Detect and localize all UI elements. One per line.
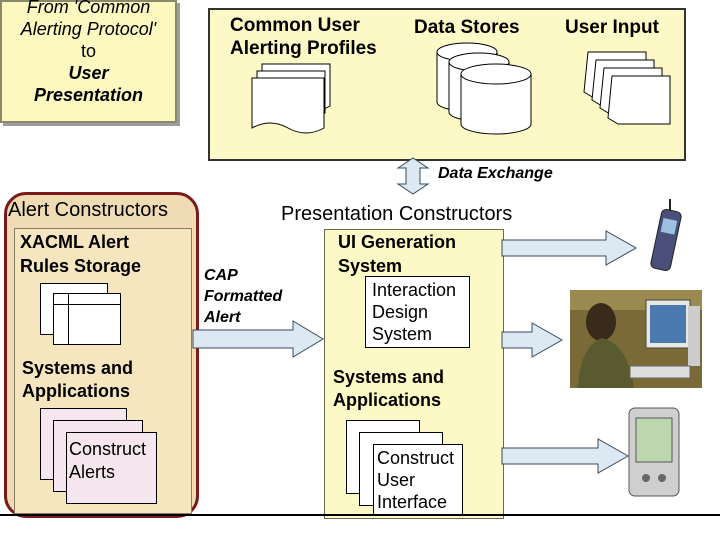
- profiles-documents-icon: [251, 63, 331, 134]
- arrow-to-workstation: [501, 322, 564, 358]
- bottom-rule: [0, 514, 720, 516]
- construct-alerts-page-front: [66, 432, 157, 504]
- profiles-label-2: Alerting Profiles: [230, 38, 377, 59]
- presentation-constructors-title: Presentation Constructors: [281, 203, 513, 225]
- construct-ui-label-1: Construct: [377, 448, 455, 468]
- pres-systems-label-1: Systems and: [333, 367, 445, 387]
- pda-icon: [628, 407, 680, 497]
- interaction-design-label-1: Interaction: [372, 280, 457, 300]
- arrow-to-pda: [501, 438, 630, 474]
- data-stores-label: Data Stores: [414, 17, 520, 38]
- alert-systems-label-2: Applications: [22, 381, 131, 401]
- mobile-phone-icon: [650, 199, 682, 271]
- arrow-to-phone: [501, 230, 638, 266]
- title-line-1: From 'Common: [26, 0, 151, 17]
- soldier-at-computer-image: [570, 290, 702, 388]
- cap-label-1: CAP: [204, 267, 238, 284]
- xacml-label-2: Rules Storage: [20, 256, 142, 276]
- user-input-cards-icon: [583, 51, 671, 125]
- ui-generation-label-1: UI Generation: [338, 232, 457, 252]
- xacml-label-1: XACML Alert: [20, 232, 130, 252]
- construct-alerts-label-1: Construct: [69, 439, 147, 459]
- user-input-label: User Input: [565, 17, 659, 38]
- title-box: From 'Common Alerting Protocol' to User …: [0, 0, 177, 123]
- pres-systems-label-2: Applications: [333, 390, 442, 410]
- construct-ui-label-2: User: [377, 470, 416, 490]
- ui-generation-label-2: System: [338, 256, 403, 276]
- construct-ui-label-3: Interface: [377, 492, 448, 512]
- xacml-page-front: [53, 293, 121, 345]
- alert-systems-label-1: Systems and: [22, 358, 134, 378]
- data-exchange-label: Data Exchange: [438, 165, 553, 182]
- profiles-label-1: Common User: [230, 15, 360, 36]
- title-line-5: Presentation: [33, 85, 144, 105]
- title-line-4: User: [68, 63, 109, 83]
- interaction-design-box: [365, 276, 470, 348]
- cap-label-3: Alert: [204, 309, 241, 326]
- alert-constructors-title: Alert Constructors: [8, 199, 169, 221]
- data-stores-cylinders-icon: [436, 42, 532, 135]
- construct-alerts-label-2: Alerts: [69, 462, 116, 482]
- interaction-design-label-3: System: [372, 324, 433, 344]
- interaction-design-label-2: Design: [372, 302, 429, 322]
- cap-arrow: [192, 320, 324, 358]
- cap-label-2: Formatted: [204, 288, 283, 305]
- title-line-2: Alerting Protocol': [20, 19, 157, 39]
- data-exchange-arrow: [396, 157, 430, 195]
- title-line-3: to: [80, 41, 96, 61]
